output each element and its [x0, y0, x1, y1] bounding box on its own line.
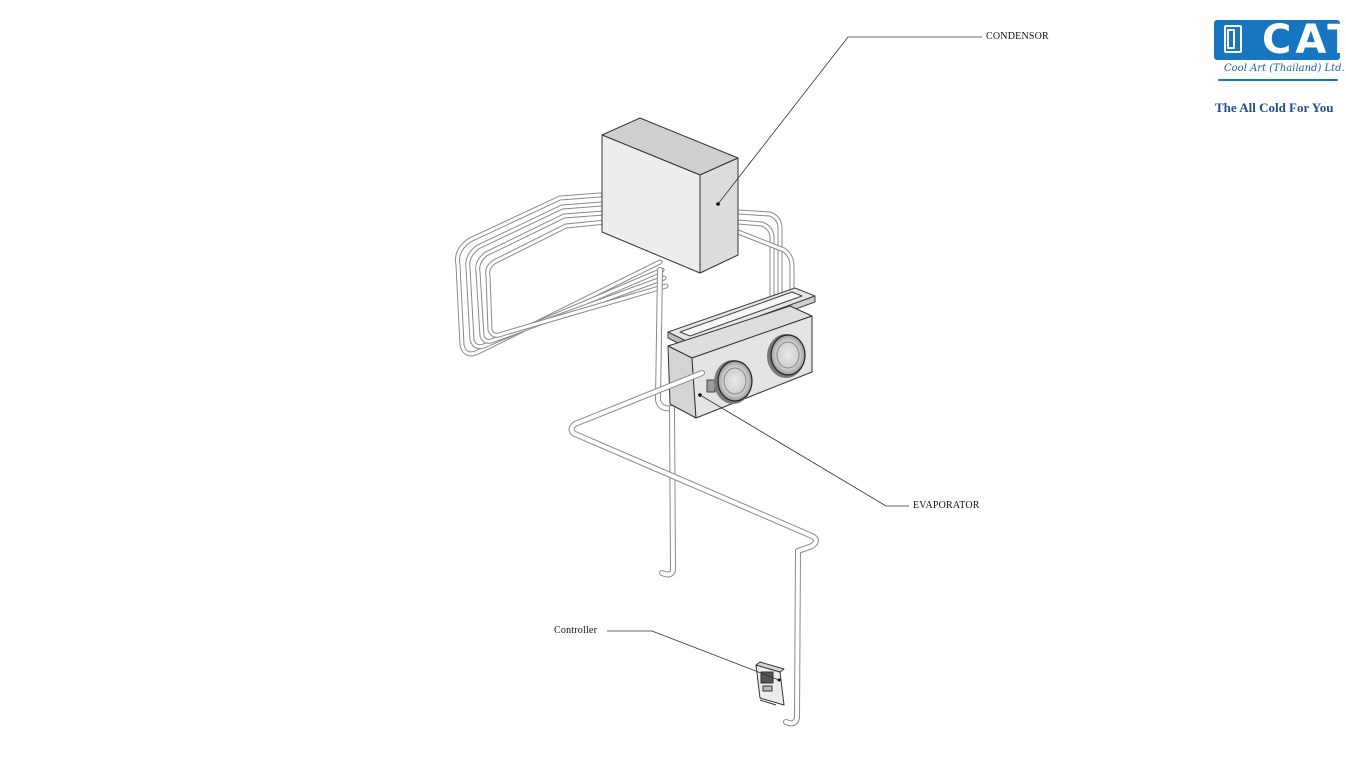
brand-subtitle: Cool Art (Thailand) Ltd. [1224, 63, 1345, 74]
leader-evaporator [699, 394, 909, 507]
door-icon [1224, 25, 1242, 53]
controller-cable [568, 370, 819, 727]
controller-unit [755, 661, 785, 706]
brand-name: CAT [1262, 17, 1346, 63]
fan-right [767, 334, 806, 378]
brand-underline [1218, 79, 1338, 81]
logo-badge: CAT [1214, 17, 1346, 63]
label-condensor: CONDENSOR [986, 31, 1049, 42]
fan-left [714, 360, 753, 404]
leader-controller [607, 630, 780, 681]
pipe-right [735, 209, 795, 303]
brand-tagline: The All Cold For You [1215, 100, 1334, 115]
brand-logo: CAT Cool Art (Thailand) Ltd. The All Col… [1212, 17, 1346, 120]
label-evaporator: EVAPORATOR [913, 500, 980, 511]
label-controller: Controller [554, 625, 598, 636]
drain-pipe [655, 267, 676, 578]
condensor-unit [601, 117, 739, 274]
leader-lines [607, 36, 982, 681]
leader-condensor [717, 36, 982, 205]
pipe-loop-left [455, 192, 669, 357]
